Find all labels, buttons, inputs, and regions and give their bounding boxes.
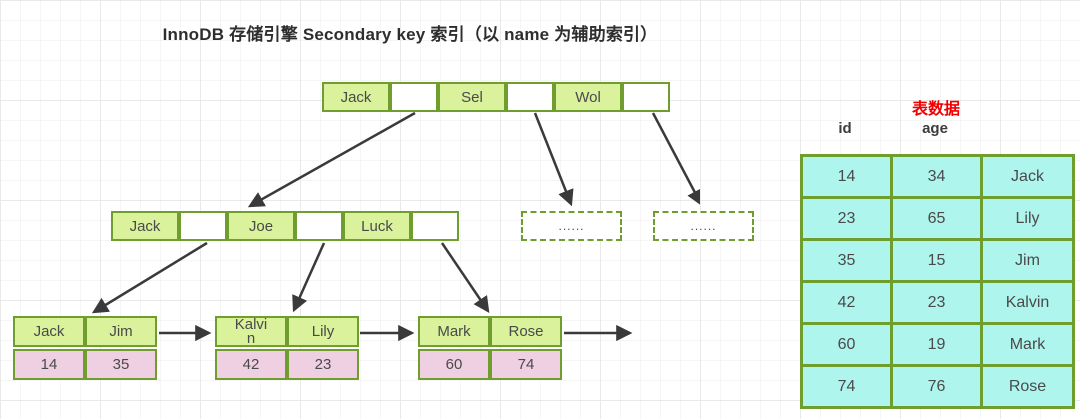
arrow-root-to-ellipsis-1 [533,112,574,207]
table-row: 60 19 Mark [800,322,1075,367]
cell-id: 35 [800,238,893,283]
leaf-name-cell: Jim [85,316,157,347]
internal-pointer-cell [179,211,227,241]
leaf-name-cell: Mark [418,316,490,347]
leaf-name-text: Kalvin [234,316,268,347]
table-row: 35 15 Jim [800,238,1075,283]
root-pointer-cell [622,82,670,112]
internal-key-cell: Jack [111,211,179,241]
cell-name: Jim [980,238,1075,283]
leaf-node: Mark Rose 60 74 [418,316,562,380]
cell-name: Lily [980,196,1075,241]
column-header-age: age [922,120,948,137]
cell-id: 23 [800,196,893,241]
cell-name: Mark [980,322,1075,367]
leaf-node: Kalvin Lily 42 23 [215,316,359,380]
root-key-cell: Sel [438,82,506,112]
data-table: 14 34 Jack 23 65 Lily 35 15 Jim 42 23 Ka… [800,154,1075,409]
leaf-id-row: 60 74 [418,349,562,380]
cell-age: 65 [890,196,983,241]
leaf-id-cell: 23 [287,349,359,380]
table-row: 14 34 Jack [800,154,1075,199]
leaf-node: Jack Jim 14 35 [13,316,157,380]
btree-internal-node: Jack Joe Luck [111,211,459,241]
leaf-name-row: Mark Rose [418,316,562,347]
cell-id: 60 [800,322,893,367]
leaf-id-cell: 14 [13,349,85,380]
leaf-id-cell: 42 [215,349,287,380]
arrow-internal-to-leaf-3 [440,242,490,314]
internal-key-cell: Luck [343,211,411,241]
root-key-cell: Jack [322,82,390,112]
ellipsis-node: ...... [653,211,754,241]
leaf-name-cell: Lily [287,316,359,347]
leaf-id-cell: 35 [85,349,157,380]
table-row: 74 76 Rose [800,364,1075,409]
page-title: InnoDB 存储引擎 Secondary key 索引（以 name 为辅助索… [162,25,658,44]
btree-root-node: Jack Sel Wol [322,82,670,112]
root-pointer-cell [506,82,554,112]
leaf-name-cell: Jack [13,316,85,347]
ellipsis-node: ...... [521,211,622,241]
arrow-internal-to-leaf-1 [91,241,208,314]
root-key-cell: Wol [554,82,622,112]
cell-id: 42 [800,280,893,325]
cell-name: Rose [980,364,1075,409]
cell-id: 74 [800,364,893,409]
leaf-id-cell: 60 [418,349,490,380]
leaf-id-cell: 74 [490,349,562,380]
arrow-root-to-internal [247,111,416,208]
internal-key-cell: Joe [227,211,295,241]
cell-age: 34 [890,154,983,199]
leaf-name-row: Kalvin Lily [215,316,359,347]
cell-age: 23 [890,280,983,325]
table-row: 23 65 Lily [800,196,1075,241]
arrow-root-to-ellipsis-2 [651,112,700,207]
root-pointer-cell [390,82,438,112]
cell-age: 15 [890,238,983,283]
column-header-id: id [838,120,852,137]
arrow-internal-to-leaf-2 [292,242,326,313]
cell-name: Kalvin [980,280,1075,325]
internal-pointer-cell [411,211,459,241]
cell-name: Jack [980,154,1075,199]
table-data-label: 表数据 [911,101,960,118]
cell-age: 19 [890,322,983,367]
leaf-name-row: Jack Jim [13,316,157,347]
table-row: 42 23 Kalvin [800,280,1075,325]
cell-age: 76 [890,364,983,409]
leaf-id-row: 14 35 [13,349,157,380]
leaf-name-cell: Rose [490,316,562,347]
leaf-name-cell: Kalvin [215,316,287,347]
cell-id: 14 [800,154,893,199]
internal-pointer-cell [295,211,343,241]
leaf-id-row: 42 23 [215,349,359,380]
